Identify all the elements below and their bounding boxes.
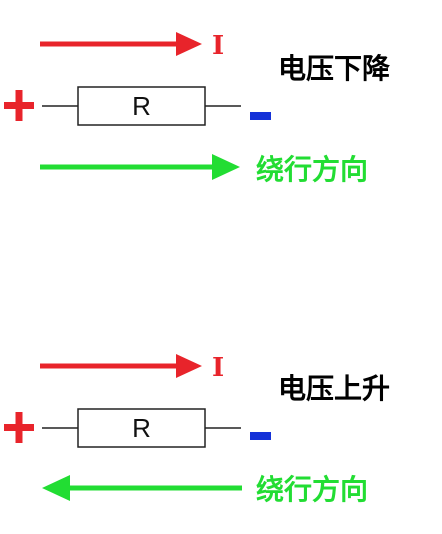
direction-arrow xyxy=(40,154,240,180)
panel-voltage-rise: I 电压上升 R 绕行方向 xyxy=(4,353,390,506)
current-label: I xyxy=(212,31,224,61)
current-label: I xyxy=(212,353,224,383)
minus-sign xyxy=(250,112,271,120)
resistor-label: R xyxy=(132,91,151,121)
direction-arrow xyxy=(42,475,242,501)
resistor xyxy=(77,86,206,126)
direction-label: 绕行方向 xyxy=(256,153,368,186)
current-arrow xyxy=(40,32,202,56)
plus-sign xyxy=(4,90,34,121)
resistor xyxy=(77,408,206,448)
panel-title: 电压上升 xyxy=(278,372,390,405)
direction-label: 绕行方向 xyxy=(256,473,368,506)
resistor-label: R xyxy=(132,413,151,443)
panel-title: 电压下降 xyxy=(278,52,391,85)
current-arrow xyxy=(40,354,202,378)
panel-voltage-drop: I 电压下降 R 绕行方向 xyxy=(4,31,391,186)
plus-sign xyxy=(4,412,34,443)
minus-sign xyxy=(250,432,271,440)
